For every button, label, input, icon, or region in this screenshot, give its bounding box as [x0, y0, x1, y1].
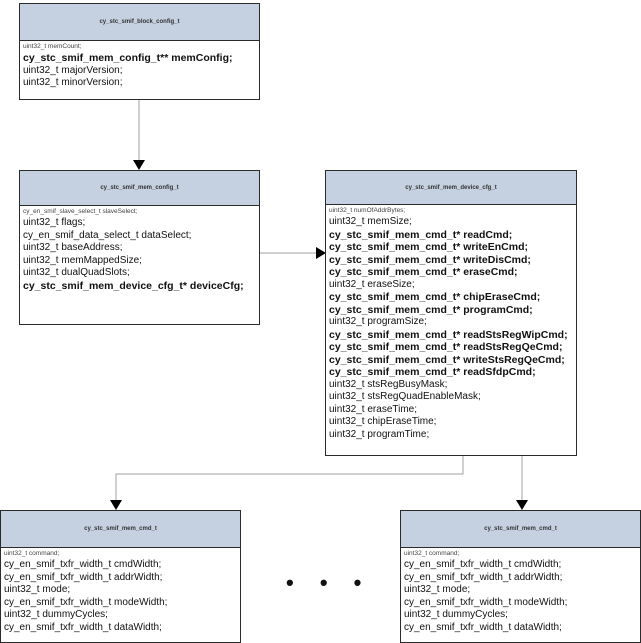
connector-block-to-memconfig — [133, 100, 145, 170]
field: uint32_t command; — [4, 550, 60, 557]
ellipsis: • • • — [286, 570, 372, 595]
mem-cmd-box-left: cy_stc_smif_mem_cmd_t uint32_t command; cy… — [0, 510, 241, 643]
field: cy_en_smif_txfr_width_t addrWidth; — [4, 571, 163, 583]
arrowhead — [516, 500, 528, 510]
field: cy_stc_smif_mem_cmd_t* programCmd; — [329, 303, 533, 316]
mem-cmd-box-right: cy_stc_smif_mem_cmd_t uint32_t command; cy… — [400, 510, 641, 643]
box-title: cy_stc_smif_mem_config_t — [20, 171, 259, 206]
field: uint32_t mode; — [4, 584, 71, 595]
field: cy_stc_smif_mem_cmd_t* readStsRegQeCmd; — [329, 341, 563, 353]
arrowhead — [110, 500, 122, 510]
field: cy_stc_smif_mem_cmd_t* writeEnCmd; — [329, 241, 528, 253]
field: uint32_t command; — [404, 550, 460, 557]
field: cy_en_smif_txfr_width_t addrWidth; — [404, 571, 563, 583]
field: uint32_t programTime; — [329, 428, 430, 440]
field: uint32_t mode; — [404, 584, 471, 595]
field: cy_stc_smif_mem_device_cfg_t* deviceCfg; — [23, 279, 244, 292]
connector-devicecfg-to-cmd-left — [110, 456, 464, 510]
field: cy_stc_smif_mem_config_t** memConfig; — [23, 52, 233, 64]
field: uint32_t eraseTime; — [329, 403, 418, 415]
field: cy_stc_smif_mem_cmd_t* readSfdpCmd; — [329, 366, 536, 378]
field: cy_en_smif_txfr_width_t cmdWidth; — [4, 559, 162, 570]
field: cy_stc_smif_mem_cmd_t* writeStsRegQeCmd; — [329, 353, 565, 366]
field: cy_en_smif_txfr_width_t modeWidth; — [404, 596, 568, 608]
field: uint32_t numOfAddrBytes; — [329, 207, 406, 214]
box-title: cy_stc_smif_mem_device_cfg_t — [326, 171, 576, 205]
field: uint32_t flags; — [23, 217, 86, 228]
field: cy_en_smif_txfr_width_t dataWidth; — [4, 621, 162, 633]
field-list: uint32_t numOfAddrBytes; uint32_t memSize… — [326, 205, 576, 441]
field: cy_en_smif_txfr_width_t modeWidth; — [4, 596, 168, 608]
field: uint32_t stsRegQuadEnableMask; — [329, 391, 481, 402]
field: uint32_t memSize; — [329, 216, 412, 227]
field: uint32_t memCount; — [23, 43, 82, 50]
field: uint32_t dualQuadSlots; — [23, 267, 130, 278]
field: uint32_t programSize; — [329, 316, 427, 327]
box-title: cy_stc_smif_block_config_t — [20, 4, 259, 41]
box-title: cy_stc_smif_mem_cmd_t — [1, 511, 240, 548]
box-title: cy_stc_smif_mem_cmd_t — [401, 511, 640, 548]
field: cy_stc_smif_mem_cmd_t* writeDisCmd; — [329, 253, 531, 266]
field: cy_en_smif_slave_select_t slaveSelect; — [23, 208, 138, 215]
connector-devicecfg-to-cmd-right — [516, 456, 528, 510]
field-list: uint32_t command; cy_en_smif_txfr_width_t… — [401, 548, 640, 634]
field: cy_en_smif_txfr_width_t cmdWidth; — [404, 559, 562, 570]
field: uint32_t dummyCycles; — [404, 609, 508, 620]
field: cy_en_smif_data_select_t dataSelect; — [23, 229, 192, 241]
arrowhead — [133, 160, 145, 170]
field: uint32_t stsRegBusyMask; — [329, 378, 448, 390]
field: uint32_t baseAddress; — [23, 242, 123, 253]
field: uint32_t eraseSize; — [329, 278, 415, 290]
field: uint32_t chipEraseTime; — [329, 416, 437, 427]
field-list: uint32_t memCount; cy_stc_smif_mem_config… — [20, 41, 259, 90]
field: uint32_t majorVersion; — [23, 64, 123, 76]
field: cy_stc_smif_mem_cmd_t* eraseCmd; — [329, 266, 518, 278]
field: uint32_t memMappedSize; — [23, 254, 142, 266]
arrowhead — [316, 247, 326, 259]
field: cy_stc_smif_mem_cmd_t* chipEraseCmd; — [329, 291, 541, 303]
field: uint32_t dummyCycles; — [4, 609, 108, 620]
field: cy_stc_smif_mem_cmd_t* readStsRegWipCmd; — [329, 328, 568, 341]
field-list: cy_en_smif_slave_select_t slaveSelect; ui… — [20, 206, 259, 292]
field: cy_stc_smif_mem_cmd_t* readCmd; — [329, 228, 513, 241]
connector-memconfig-to-devicecfg — [260, 247, 326, 259]
field-list: uint32_t command; cy_en_smif_txfr_width_t… — [1, 548, 240, 634]
field: uint32_t minorVersion; — [23, 77, 123, 88]
field: cy_en_smif_txfr_width_t dataWidth; — [404, 621, 562, 633]
